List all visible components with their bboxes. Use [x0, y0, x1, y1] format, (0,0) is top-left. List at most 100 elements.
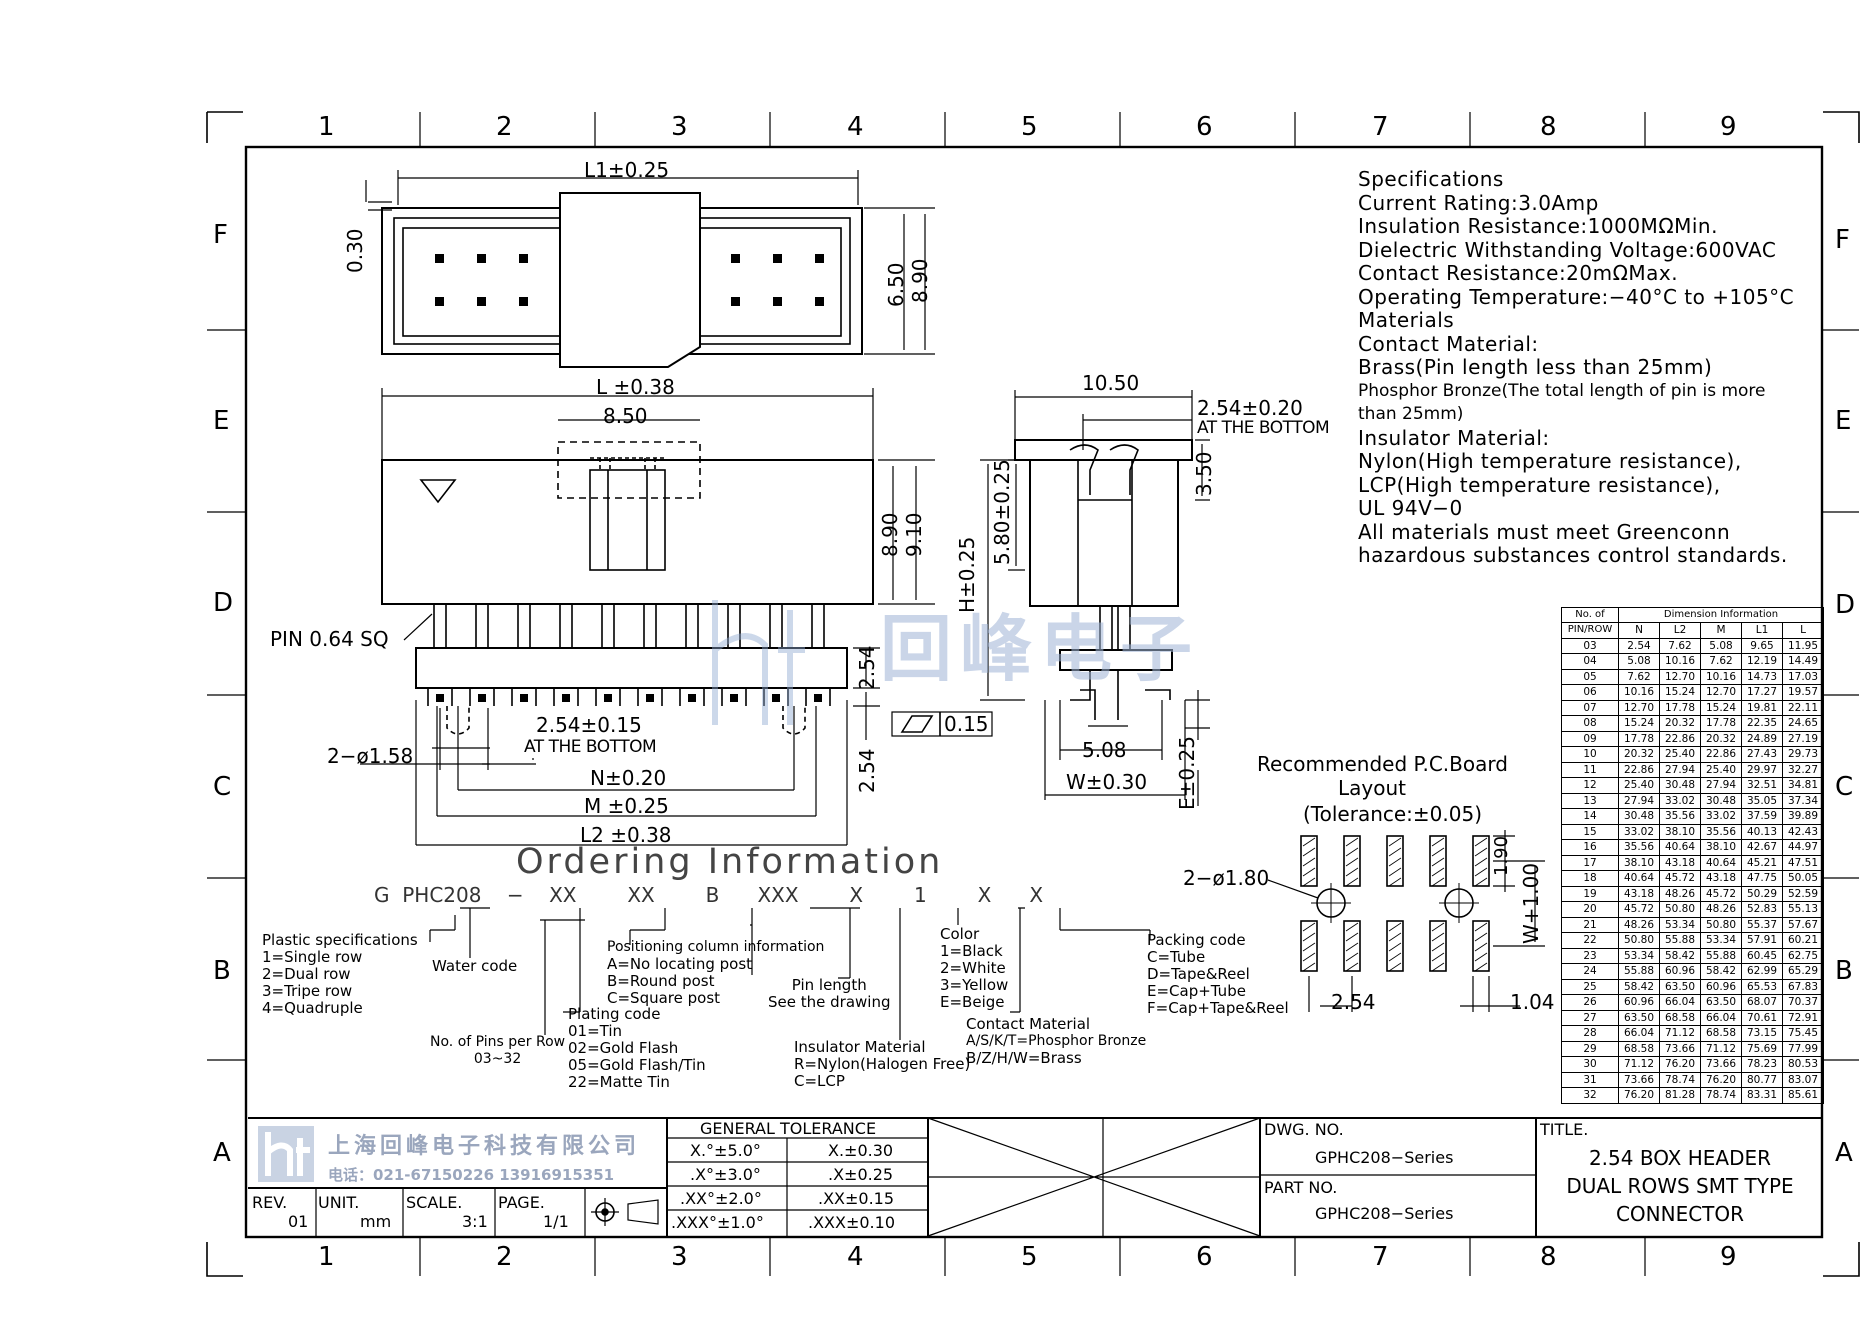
pcb-pitch: 2.54 [1331, 990, 1376, 1014]
pcb-title-1: Recommended P.C.Board [1257, 752, 1508, 776]
zone-col-3: 3 [671, 112, 688, 142]
table-cell: 53.34 [1700, 932, 1742, 949]
spec-line: Nylon(High temperature resistance), [1358, 449, 1742, 473]
table-cell: 24.65 [1782, 715, 1824, 732]
specifications-block: Specifications Current Rating:3.0Amp Ins… [1358, 167, 1794, 568]
table-cell: 15 [1561, 823, 1619, 840]
table-cell: 16 [1561, 839, 1619, 856]
dim-m: M ±0.25 [584, 794, 669, 818]
tolerance-linear-0: X.±0.30 [828, 1141, 894, 1160]
ordering-line: 3=Yellow [940, 976, 1009, 994]
table-cell: 25.40 [1618, 777, 1660, 794]
tolerance-linear-2: .XX±0.15 [818, 1189, 895, 1208]
ordering-line: 1=Black [940, 942, 1003, 960]
part-label: PART NO. [1264, 1178, 1338, 1197]
table-cell: 20.32 [1700, 730, 1742, 747]
table-header-cell: L2 [1659, 622, 1701, 639]
table-cell: 81.28 [1659, 1087, 1701, 1104]
table-cell: 76.20 [1700, 1071, 1742, 1088]
table-cell: 20 [1561, 901, 1619, 918]
spec-line: Materials [1358, 308, 1455, 332]
table-cell: 40.64 [1700, 854, 1742, 871]
table-cell: 55.88 [1618, 963, 1660, 980]
table-cell: 22.35 [1741, 715, 1783, 732]
table-cell: 50.29 [1741, 885, 1783, 902]
ordering-line: See the drawing [768, 993, 891, 1011]
table-cell: 55.88 [1659, 932, 1701, 949]
table-cell: 09 [1561, 730, 1619, 747]
table-cell: 65.29 [1782, 963, 1824, 980]
table-cell: 35.56 [1618, 839, 1660, 856]
table-cell: 11 [1561, 761, 1619, 778]
dim-flatness: 0.15 [944, 712, 989, 736]
table-cell: 31 [1561, 1071, 1619, 1088]
table-header-cell: PIN/ROW [1561, 622, 1619, 639]
table-cell: 60.45 [1741, 947, 1783, 964]
spec-line: hazardous substances control standards. [1358, 543, 1788, 567]
table-cell: 45.72 [1659, 870, 1701, 887]
table-cell: 22.86 [1618, 761, 1660, 778]
ordering-line: 01=Tin [568, 1022, 623, 1040]
table-cell: 58.42 [1659, 947, 1701, 964]
table-cell: 9.65 [1741, 637, 1783, 654]
table-cell: 17.78 [1700, 715, 1742, 732]
zone-col-5-bottom: 5 [1021, 1242, 1038, 1272]
table-cell: 27 [1561, 1009, 1619, 1026]
table-cell: 12.70 [1618, 699, 1660, 716]
dim-890-top: 8.90 [908, 258, 932, 303]
tolerance-title: GENERAL TOLERANCE [700, 1119, 877, 1138]
table-cell: 13 [1561, 792, 1619, 809]
spec-line: Contact Resistance:20mΩMax. [1358, 261, 1679, 285]
table-cell: 19.57 [1782, 684, 1824, 701]
ordering-packing: Packing code C=Tube D=Tape&Reel E=Cap+Tu… [1147, 932, 1289, 1017]
ordering-line: B/Z/H/W=Brass [966, 1049, 1082, 1067]
table-cell: 12.70 [1659, 668, 1701, 685]
drawing-title-line: 2.54 BOX HEADER [1588, 1146, 1772, 1170]
table-cell: 30.48 [1659, 777, 1701, 794]
table-cell: 62.75 [1782, 947, 1824, 964]
zone-col-8-bottom: 8 [1540, 1242, 1557, 1272]
ordering-line: B=Round post [607, 972, 715, 990]
table-cell: 60.96 [1618, 994, 1660, 1011]
table-cell: 78.23 [1741, 1056, 1783, 1073]
dim-h: H±0.25 [955, 536, 979, 613]
table-cell: 47.75 [1741, 870, 1783, 887]
table-cell: 28 [1561, 1025, 1619, 1042]
table-cell: 04 [1561, 653, 1619, 670]
table-cell: 14.73 [1741, 668, 1783, 685]
zone-col-3-bottom: 3 [671, 1242, 688, 1272]
table-cell: 19.81 [1741, 699, 1783, 716]
table-cell: 38.10 [1618, 854, 1660, 871]
ordering-line: A=No locating post [607, 955, 753, 973]
ordering-title: Ordering Information [516, 842, 944, 882]
table-cell: 23 [1561, 947, 1619, 964]
table-cell: 67.83 [1782, 978, 1824, 995]
dim-850: 8.50 [603, 404, 648, 428]
table-cell: 25.40 [1700, 761, 1742, 778]
table-cell: 50.80 [1700, 916, 1742, 933]
drawing-title-line: CONNECTOR [1615, 1202, 1745, 1226]
page-label: PAGE. [498, 1193, 545, 1212]
table-cell: 30.48 [1700, 792, 1742, 809]
table-cell: 33.02 [1618, 823, 1660, 840]
zone-row-A: A [213, 1138, 231, 1168]
table-cell: 22.86 [1700, 746, 1742, 763]
table-cell: 55.37 [1741, 916, 1783, 933]
dimension-table: No. of Dimension Information PIN/ROW N L… [1561, 607, 1824, 1104]
table-cell: 42.43 [1782, 823, 1824, 840]
table-cell: 5.08 [1700, 637, 1742, 654]
